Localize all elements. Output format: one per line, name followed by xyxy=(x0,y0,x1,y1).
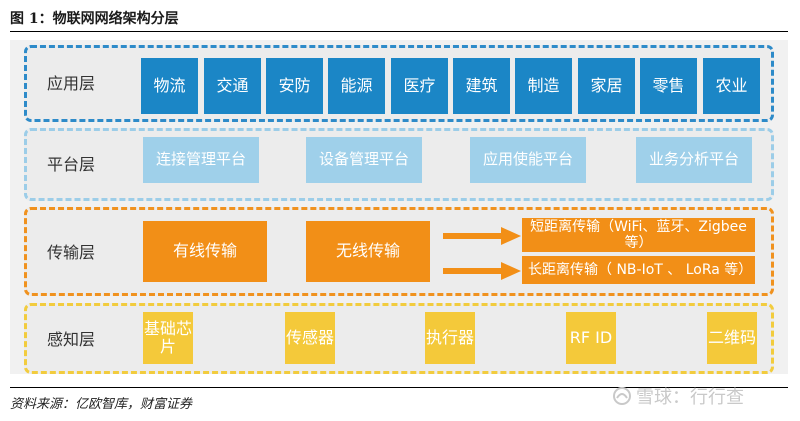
sensing-item: 基础芯片 xyxy=(143,312,193,364)
wired-transmission-box: 有线传输 xyxy=(143,221,267,282)
arrow-right-icon xyxy=(443,262,521,280)
application-layer-label: 应用层 xyxy=(47,74,96,93)
app-item: 农业 xyxy=(703,58,760,114)
sensing-item: RF ID xyxy=(566,312,616,364)
platform-item: 设备管理平台 xyxy=(306,137,422,183)
arrow-right-icon xyxy=(443,227,521,245)
wireless-transmission-box: 无线传输 xyxy=(306,221,430,282)
app-item: 安防 xyxy=(266,58,323,114)
watermark-text: 雪球：行行查 xyxy=(636,387,744,408)
app-item: 医疗 xyxy=(391,58,448,114)
sensing-layer xyxy=(24,303,774,374)
app-item: 建筑 xyxy=(453,58,510,114)
platform-item: 连接管理平台 xyxy=(143,137,259,183)
long-range-transmission-box: 长距离传输（ NB-IoT 、 LoRa 等） xyxy=(522,256,755,284)
sensing-item: 二维码 xyxy=(707,312,757,364)
short-range-transmission-box: 短距离传输（WiFi、蓝牙、Zigbee等） xyxy=(522,218,755,252)
figure-title: 图 1：物联网网络架构分层 xyxy=(10,11,179,27)
sensing-item: 传感器 xyxy=(285,312,335,364)
transmission-layer-label: 传输层 xyxy=(47,243,96,262)
snowball-logo-icon xyxy=(613,387,631,405)
app-item: 制造 xyxy=(515,58,572,114)
source-note: 资料来源：亿欧智库，财富证券 xyxy=(10,397,193,412)
app-item: 交通 xyxy=(204,58,261,114)
app-item: 零售 xyxy=(640,58,697,114)
app-item: 能源 xyxy=(328,58,385,114)
source-divider xyxy=(10,387,788,388)
app-item: 物流 xyxy=(141,58,198,114)
platform-item: 业务分析平台 xyxy=(636,137,752,183)
app-item: 家居 xyxy=(578,58,635,114)
watermark: 雪球：行行查 xyxy=(612,383,744,409)
sensing-item: 执行器 xyxy=(425,312,475,364)
title-divider xyxy=(10,31,788,32)
platform-layer-label: 平台层 xyxy=(47,155,96,174)
platform-item: 应用使能平台 xyxy=(470,137,586,183)
sensing-layer-label: 感知层 xyxy=(47,330,96,349)
